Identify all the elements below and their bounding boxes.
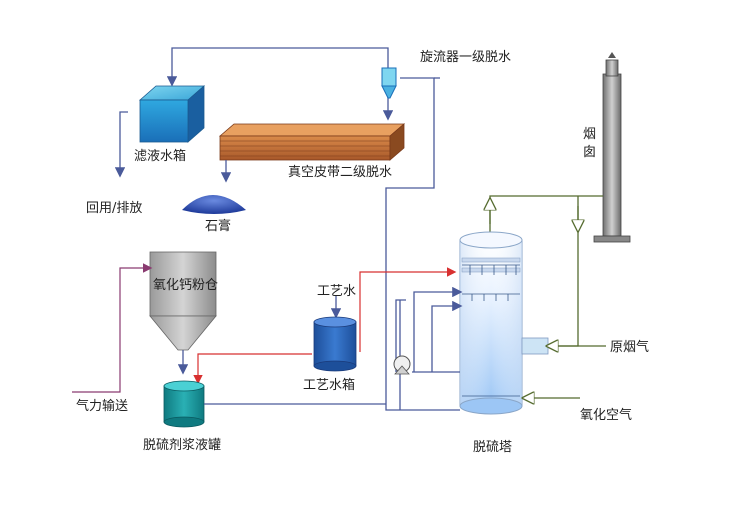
- gypsum-pile: [182, 195, 246, 214]
- gypsum-label: 石膏: [205, 218, 231, 234]
- pneumatic-label: 气力输送: [76, 398, 128, 414]
- absorber-label: 脱硫塔: [473, 440, 512, 455]
- reuse-label: 回用/排放: [86, 201, 142, 216]
- process-water-tank: [313, 296, 357, 372]
- slurry-tank: [163, 380, 205, 428]
- flue-gas-inlet: [521, 337, 549, 355]
- chimney-label-2: 囱: [583, 145, 596, 160]
- filtrate-tank-label: 滤液水箱: [134, 148, 186, 164]
- process-water-line: [193, 267, 457, 385]
- top-return-pipe: [114, 47, 460, 411]
- vacuum-belt-filter: [218, 123, 406, 161]
- filtrate-tank: [138, 85, 206, 143]
- lime-silo: [149, 251, 217, 375]
- vacuum-belt-label: 真空皮带二级脱水: [288, 165, 392, 180]
- cyclone-label: 旋流器一级脱水: [420, 50, 511, 65]
- oxidation-air-label: 氧化空气: [580, 407, 632, 423]
- pneumatic-line: [72, 263, 153, 393]
- chimney: [593, 52, 631, 243]
- cyclone: [381, 67, 397, 99]
- absorber-tower: [459, 231, 523, 415]
- chimney-label-1: 烟: [583, 127, 596, 142]
- process-water-tank-label: 工艺水箱: [303, 377, 355, 393]
- lime-silo-label: 氧化钙粉仓: [153, 278, 218, 293]
- slurry-tank-label: 脱硫剂浆液罐: [143, 438, 221, 453]
- recycle-pipes: [395, 286, 463, 410]
- process-water-label: 工艺水: [317, 284, 356, 299]
- recycle-pump-icon: [393, 355, 411, 375]
- flue-gas-label: 原烟气: [610, 339, 649, 355]
